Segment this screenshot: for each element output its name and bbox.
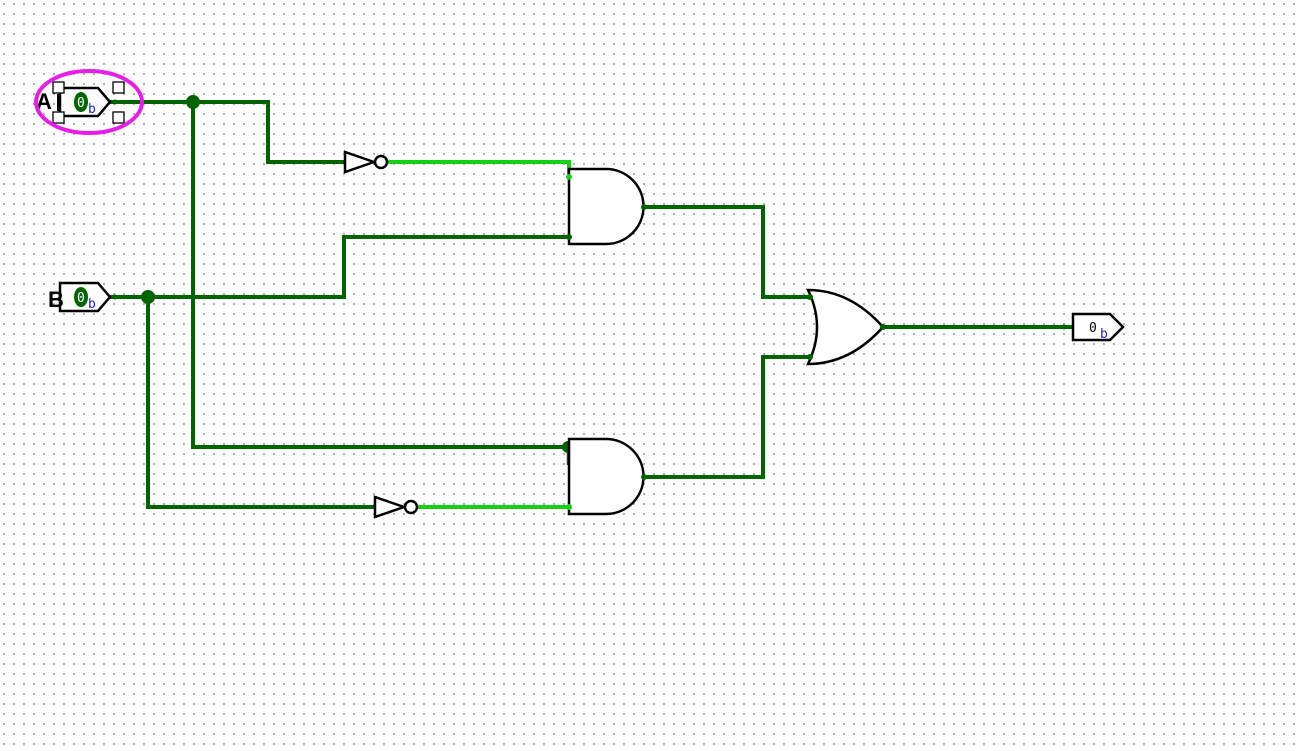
wire-b-branch[interactable]	[146, 297, 375, 509]
or-gate[interactable]	[806, 288, 886, 366]
junction-b	[141, 290, 155, 304]
pin-b-value: 0	[77, 291, 85, 306]
selection-highlight	[34, 69, 144, 135]
output-value: 0	[1089, 321, 1097, 336]
input-pin-b[interactable]: 0 b	[58, 281, 118, 313]
wire-and2-out[interactable]	[644, 355, 810, 479]
pin-b-label: B	[48, 287, 64, 312]
and-gate-1[interactable]	[566, 167, 647, 246]
output-radix: b	[1100, 327, 1108, 342]
junction-a	[186, 95, 200, 109]
pin-b-radix: b	[88, 297, 96, 312]
and-gate-2[interactable]	[566, 437, 647, 516]
not-gate-a[interactable]	[343, 150, 389, 174]
wire-a-main[interactable]	[110, 100, 345, 164]
pin-a-value: 0	[77, 96, 85, 111]
output-pin[interactable]: 0 b	[1061, 312, 1125, 342]
wire-a-branch[interactable]	[191, 102, 569, 449]
wire-not-a-out[interactable]	[388, 160, 571, 177]
pin-a-radix: b	[88, 102, 96, 117]
wire-and1-out[interactable]	[644, 205, 810, 299]
pin-b-state-icon	[74, 287, 88, 307]
pin-a-state-icon	[74, 92, 88, 112]
not-gate-b[interactable]	[373, 495, 419, 519]
input-pin-a[interactable]: 0 b	[58, 86, 118, 118]
selection-handles[interactable]	[52, 81, 125, 124]
wire-b-main[interactable]	[110, 235, 569, 299]
pin-a-label: A	[36, 89, 52, 114]
